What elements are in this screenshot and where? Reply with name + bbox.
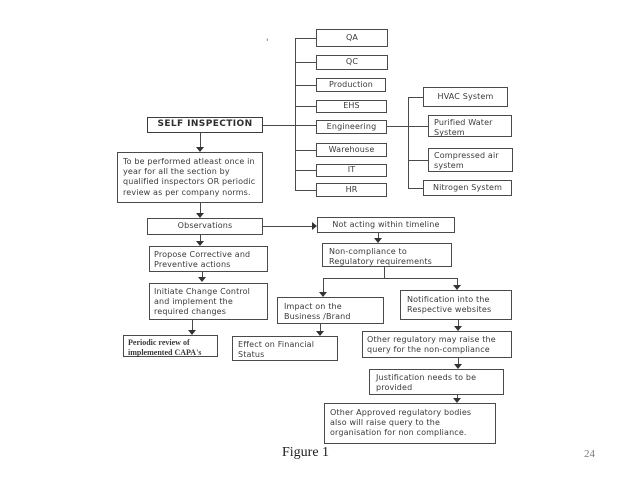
arrowhead [196, 147, 204, 152]
edge-trunk-qa [295, 38, 316, 39]
node-ehs: EHS [316, 100, 387, 113]
edge-trunk-nitrogen [408, 188, 423, 189]
edge-trunk-warehouse [295, 150, 316, 151]
stray-mark: ' [266, 38, 269, 48]
edge-selfinspection-engineering [263, 125, 316, 126]
edge-note-observations [200, 203, 201, 213]
node-qc: QC [316, 55, 388, 70]
node-periodic-review-capa: Periodic review of implemented CAPA's [123, 335, 218, 357]
edge-initiate-periodic [192, 320, 193, 330]
arrowhead [196, 213, 204, 218]
node-effect-financial-status: Effect on Financial Status [232, 336, 338, 361]
arrowhead [198, 277, 206, 282]
node-engineering: Engineering [316, 120, 387, 134]
node-compressed-air-system: Compressed air system [428, 148, 513, 172]
node-justification-provided: Justification needs to be provided [369, 369, 504, 395]
edge-justification-approved [457, 395, 458, 399]
edge-notification-otherreg [458, 320, 459, 326]
node-hr: HR [316, 183, 387, 197]
arrowhead [316, 331, 324, 336]
arrowhead [312, 222, 317, 230]
edge-split-impact [323, 278, 324, 292]
page-number: 24 [584, 448, 595, 460]
node-warehouse: Warehouse [316, 143, 387, 157]
node-it: IT [316, 164, 387, 177]
arrowhead [454, 364, 462, 369]
arrowhead [454, 326, 462, 331]
node-qa: QA [316, 29, 388, 47]
edge-trunk-hr [295, 190, 316, 191]
arrowhead [319, 292, 327, 297]
edge-trunk-it [295, 170, 316, 171]
node-propose-capa: Propose Corrective and Preventive action… [149, 246, 268, 272]
node-nitrogen-system: Nitrogen System [423, 180, 512, 196]
arrowhead [188, 330, 196, 335]
edge-otherreg-justification [458, 358, 459, 364]
node-other-regulatory-query: Other regulatory may raise the query for… [362, 331, 512, 358]
node-perform-note: To be performed atleast once in year for… [117, 152, 263, 203]
node-initiate-change-control: Initiate Change Control and implement th… [149, 283, 268, 320]
edge-selfinspection-note [200, 133, 201, 147]
arrowhead [453, 285, 461, 290]
edge-trunk-qc [295, 62, 316, 63]
edge-noncompliance-split [384, 267, 385, 278]
node-self-inspection: SELF INSPECTION [147, 117, 263, 133]
edge-trunk-compressed [408, 160, 428, 161]
edge-department-trunk [295, 38, 296, 190]
node-notification-websites: Notification into the Respective website… [400, 290, 512, 320]
edge-split-notification [457, 278, 458, 285]
arrowhead [196, 241, 204, 246]
arrowhead [374, 238, 382, 243]
arrowhead [453, 398, 461, 403]
node-observations: Observations [147, 218, 263, 235]
edge-observations-notacting [263, 226, 312, 227]
edge-split-bar [323, 278, 457, 279]
node-purified-water-system: Purified Water System [428, 115, 512, 137]
edge-subsystem-trunk [408, 97, 409, 188]
edge-propose-initiate [202, 272, 203, 278]
edge-notacting-noncompliance [378, 233, 379, 238]
edge-trunk-production [295, 85, 316, 86]
edge-observations-propose [200, 235, 201, 241]
figure-caption: Figure 1 [282, 445, 330, 460]
edge-trunk-ehs [295, 106, 316, 107]
node-non-compliance: Non-compliance to Regulatory requirement… [322, 243, 452, 267]
node-production: Production [316, 78, 386, 92]
edge-trunk-hvac [408, 97, 423, 98]
edge-impact-effect [320, 324, 321, 331]
node-hvac-system: HVAC System [423, 87, 508, 107]
node-other-approved-bodies: Other Approved regulatory bodies also wi… [324, 403, 496, 444]
edge-engineering-subsystems [387, 126, 428, 127]
node-impact-business-brand: Impact on the Business /Brand [277, 297, 384, 324]
node-not-acting-within-timeline: Not acting within timeline [317, 217, 455, 233]
